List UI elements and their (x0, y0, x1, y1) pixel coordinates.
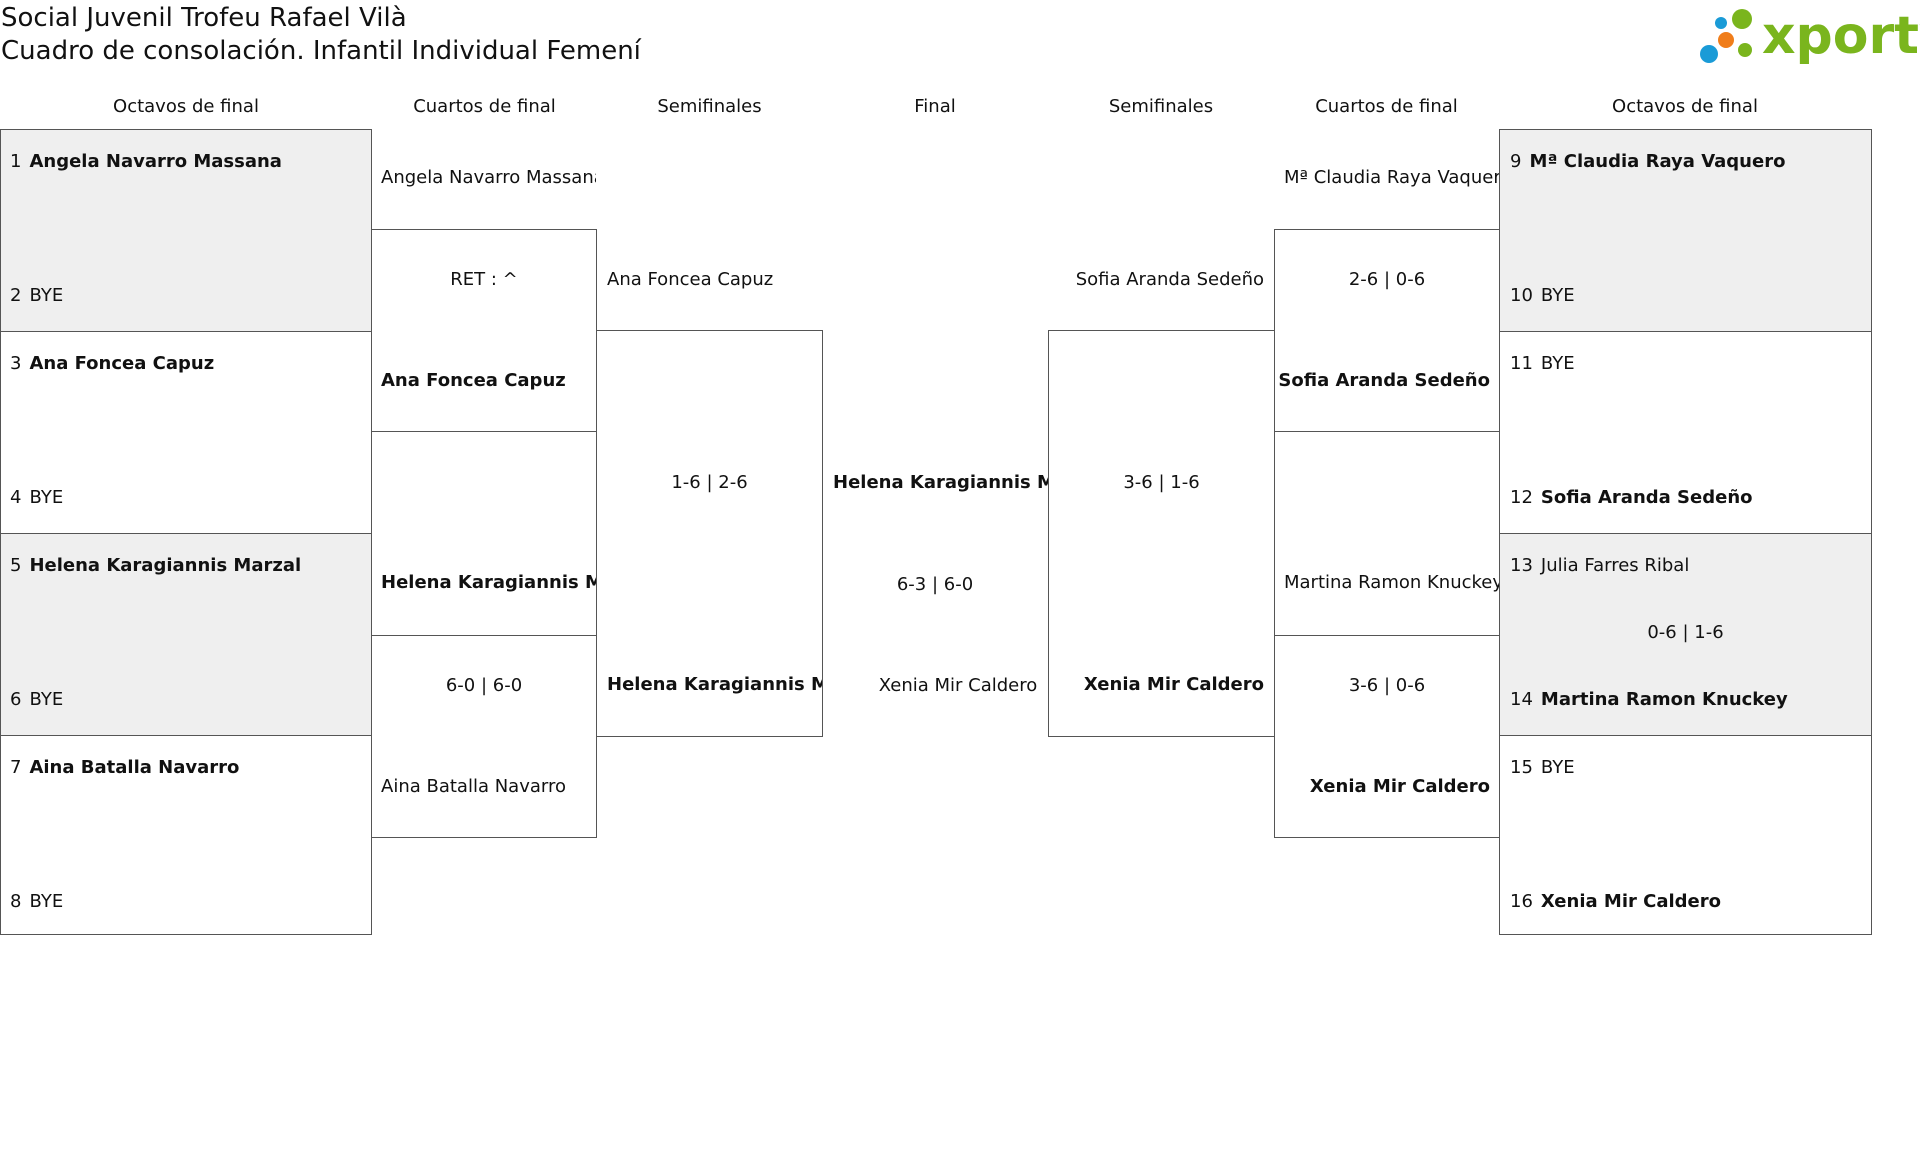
column-header-right-qf: Cuartos de final (1315, 96, 1458, 117)
final-winner: Helena Karagiannis Marzal (833, 472, 1048, 493)
match-box (371, 229, 597, 432)
match-box (0, 129, 372, 332)
match-box (1274, 635, 1500, 838)
player-entry: Ana Foncea Capuz (607, 269, 774, 290)
player-entry: Helena Karagiannis Marzal (607, 674, 822, 695)
match-box (1499, 129, 1872, 332)
player-entry: Helena Karagiannis Marzal (381, 572, 596, 593)
logo-dots-icon (1700, 9, 1752, 63)
player-entry: Angela Navarro Massana (381, 167, 596, 188)
xporty-logo[interactable]: xporty (1696, 4, 1920, 68)
player-entry: Aina Batalla Navarro (381, 776, 566, 797)
match-score: 6-0 | 6-0 (445, 675, 523, 696)
page-title: Social Juvenil Trofeu Rafael Vilà (1, 3, 407, 33)
final-score: 6-3 | 6-0 (896, 574, 974, 595)
player-entry: Sofia Aranda Sedeño (1075, 269, 1264, 290)
match-score: 3-6 | 1-6 (1123, 472, 1200, 493)
match-box (1048, 330, 1275, 737)
player-entry: Xenia Mir Caldero (1309, 776, 1490, 797)
match-score: 2-6 | 0-6 (1348, 269, 1426, 290)
match-score: RET : ^ (450, 269, 518, 290)
match-box (0, 533, 372, 736)
player-entry: Xenia Mir Caldero (878, 675, 1038, 696)
player-entry: Mª Claudia Raya Vaquero (1284, 167, 1499, 188)
match-box (1499, 533, 1872, 736)
page-subtitle: Cuadro de consolación. Infantil Individu… (1, 36, 641, 66)
match-score: 3-6 | 0-6 (1348, 675, 1426, 696)
match-score: 0-6 | 1-6 (1647, 622, 1724, 643)
player-entry: Sofia Aranda Sedeño (1278, 370, 1490, 391)
match-box (1274, 229, 1500, 432)
column-header-right-sf: Semifinales (1108, 96, 1214, 117)
match-box (596, 330, 823, 737)
column-header-left-r16: Octavos de final (113, 96, 259, 117)
column-header-final: Final (914, 96, 956, 117)
player-entry: Martina Ramon Knuckey (1284, 572, 1499, 593)
player-entry: Xenia Mir Caldero (1083, 674, 1264, 695)
column-header-left-qf: Cuartos de final (413, 96, 556, 117)
match-score: 1-6 | 2-6 (671, 472, 748, 493)
column-header-left-sf: Semifinales (657, 96, 762, 117)
match-box (371, 635, 597, 838)
logo-text: xporty (1762, 6, 1920, 66)
column-header-right-r16: Octavos de final (1612, 96, 1758, 117)
player-entry: Ana Foncea Capuz (381, 370, 566, 391)
